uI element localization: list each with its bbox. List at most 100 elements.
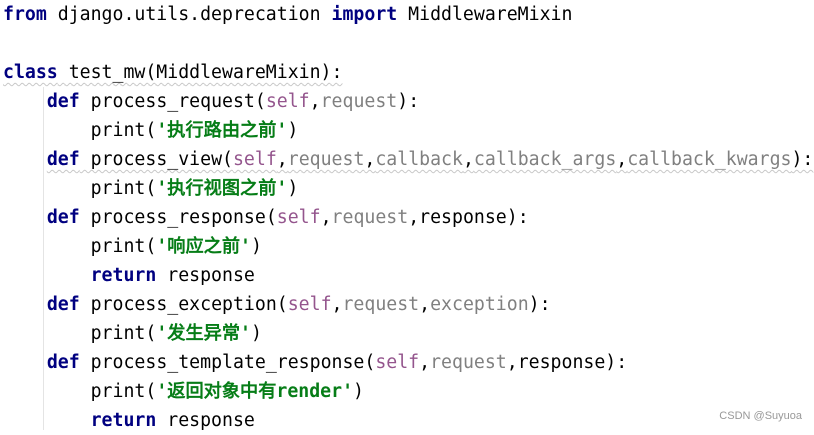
code-token-self: self [265,91,310,112]
code-line[interactable]: print('发生异常') [3,319,813,348]
code-token: ) [287,120,299,141]
code-token: , [419,352,431,373]
code-token-param: request [287,149,365,170]
code-token: print( [90,381,157,402]
code-token: django.utils.deprecation [46,4,332,25]
code-token: test_mw(MiddlewareMixin): [57,62,343,83]
code-content: class test_mw(MiddlewareMixin): [3,62,342,83]
code-token: ): [397,91,420,112]
code-token-kw: import [331,4,398,25]
code-token-str: '执行视图之前' [156,178,288,199]
code-token-self: self [276,207,321,228]
code-line[interactable]: def process_template_response(self,reque… [3,348,813,377]
code-editor[interactable]: from django.utils.deprecation import Mid… [3,0,813,435]
code-content: return response [91,410,255,431]
indent [3,149,47,170]
code-token: response [156,265,255,286]
watermark: CSDN @Suyuoa [719,410,802,422]
indent [3,352,47,373]
code-token-kw: def [46,91,80,112]
code-token: , [419,294,431,315]
code-token: MiddlewareMixin [397,4,573,25]
code-token-param: callback [375,149,463,170]
indent [3,323,91,344]
indent-guide [43,87,44,430]
code-token-kw: return [90,410,157,431]
code-line[interactable]: print('返回对象中有render') [3,377,813,406]
indent [3,265,91,286]
code-content: def process_request(self,request): [47,91,419,112]
code-token: ,response): [408,207,529,228]
code-token: process_view( [79,149,233,170]
code-token-kw: return [90,265,157,286]
code-line[interactable]: print('执行路由之前') [3,116,813,145]
code-line[interactable]: from django.utils.deprecation import Mid… [3,0,813,29]
code-token-kw: def [46,352,80,373]
code-token-self: self [232,149,277,170]
code-token: , [309,91,321,112]
code-line[interactable]: print('响应之前') [3,232,813,261]
code-content: print('响应之前') [91,236,262,257]
code-token: response [156,410,255,431]
indent [3,207,47,228]
code-token: , [276,149,288,170]
indent [3,178,91,199]
code-token: , [616,149,628,170]
indent [3,91,47,112]
code-token-kw: from [3,4,47,25]
code-token: process_template_response( [79,352,376,373]
code-content: def process_template_response(self,reque… [47,352,627,373]
code-token: print( [90,178,157,199]
code-token: ) [250,323,262,344]
code-token-param: callback_args [473,149,617,170]
code-token-param: request [430,352,507,373]
code-line[interactable]: def process_view(self,request,callback,c… [3,145,814,174]
code-token: process_request( [79,91,266,112]
indent [3,294,47,315]
code-line[interactable]: class test_mw(MiddlewareMixin): [3,58,813,87]
code-token-str: '发生异常' [156,323,251,344]
code-token: , [364,149,376,170]
code-token-param: callback_kwargs [627,149,792,170]
code-token: ) [250,236,262,257]
code-token-str: '返回对象中有render' [156,381,354,402]
code-line[interactable] [3,29,813,58]
indent [3,120,91,141]
code-token-param: request [331,207,409,228]
code-content: print('执行路由之前') [91,120,299,141]
code-line[interactable]: return response [3,261,813,290]
code-token-str: '响应之前' [156,236,251,257]
code-token-kw: class [3,62,58,83]
code-token: ): [528,294,551,315]
code-token-kw: def [46,294,80,315]
indent [3,410,91,431]
code-token: , [462,149,474,170]
code-token-param: request [342,294,420,315]
code-line[interactable]: def process_request(self,request): [3,87,813,116]
code-token: ) [353,381,364,402]
code-token-kw: def [46,149,80,170]
indent [3,236,91,257]
code-content: print('发生异常') [91,323,262,344]
code-content: def process_exception(self,request,excep… [47,294,551,315]
code-token: ) [287,178,299,199]
code-token-kw: def [46,207,80,228]
code-content: print('执行视图之前') [91,178,299,199]
code-token-param: exception [430,294,529,315]
code-token: ): [791,149,814,170]
code-token: , [320,207,332,228]
code-line[interactable]: def process_exception(self,request,excep… [3,290,813,319]
code-content: from django.utils.deprecation import Mid… [3,4,572,25]
code-token: ,response): [506,352,628,373]
code-line[interactable]: return response [3,406,813,435]
code-content: return response [91,265,255,286]
code-token: print( [90,323,157,344]
code-line[interactable]: print('执行视图之前') [3,174,813,203]
code-token: process_response( [79,207,277,228]
code-token: process_exception( [79,294,288,315]
code-token: print( [90,120,157,141]
code-token: , [331,294,343,315]
code-token: print( [90,236,157,257]
code-token-str: '执行路由之前' [156,120,288,141]
code-line[interactable]: def process_response(self,request,respon… [3,203,813,232]
